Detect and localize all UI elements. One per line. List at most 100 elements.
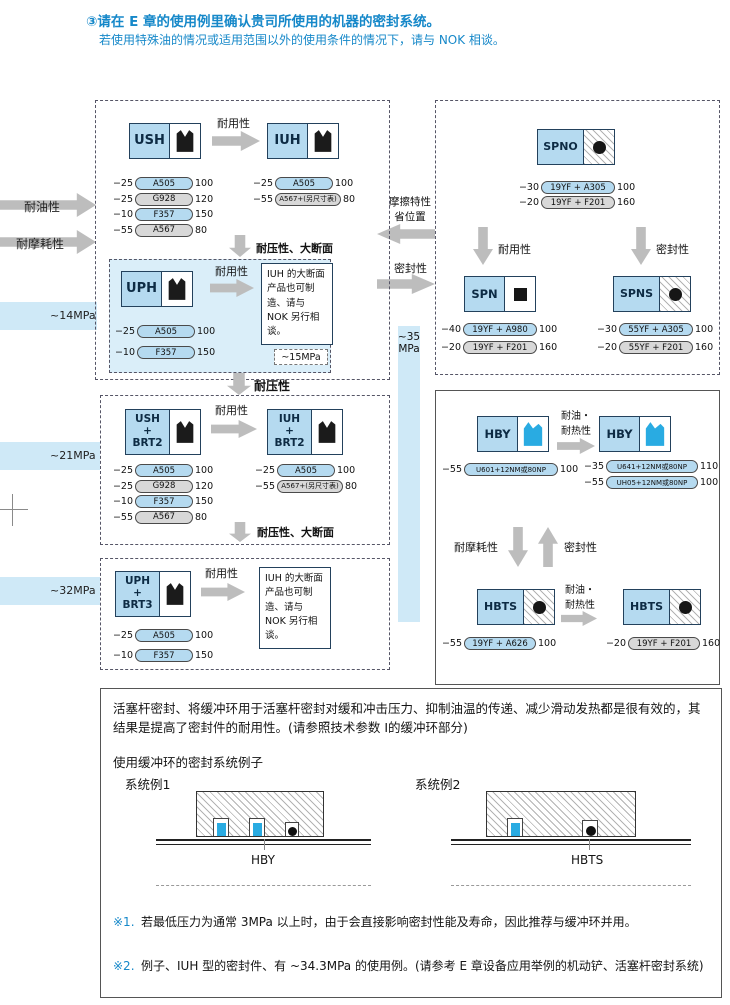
temp-max: 80 (343, 193, 356, 205)
example-section-title: 使用缓冲环的密封系统例子 (113, 755, 264, 770)
seal-box-ush: USH (129, 123, 201, 159)
durability-label: 耐用性 (215, 265, 248, 278)
footnote-1: ※1. 若最低压力为通常 3MPa 以上时，由于会直接影响密封性能及寿命，因此推… (113, 913, 711, 932)
o-ring-ball (678, 600, 692, 614)
temp-max: 100 (197, 326, 216, 337)
temp-max: 100 (195, 178, 214, 189)
spec-row: −10 F357 150 (113, 346, 215, 359)
temp-min: −10 (112, 650, 133, 661)
compound-pill: F357 (137, 346, 195, 359)
seal-box-ush-brt2: USH + BRT2 (125, 409, 201, 455)
durability-label: 耐用性 (215, 404, 248, 417)
temp-min: −55 (583, 477, 604, 488)
system-example-2-label: 系统例2 (415, 777, 461, 792)
temp-max: 120 (195, 193, 214, 205)
pressure-label: 耐压性 (254, 379, 291, 393)
pressure-band-21mpa (0, 442, 100, 470)
seal-type-label: SPNS (614, 277, 660, 311)
o-ring-ball (532, 600, 546, 614)
pressure-big-label: 耐压性、大断面 (257, 526, 334, 539)
buffer-seal-glyph (217, 823, 226, 836)
seal-groove (285, 822, 299, 836)
pressure-section-down-arrow (229, 235, 251, 257)
seal-box-hby-right: HBY (599, 416, 671, 452)
durability-arrow (212, 131, 260, 151)
compound-pill: 19YF + A980 (463, 323, 537, 336)
rod-surface-line (156, 839, 371, 841)
rod-surface-line (451, 844, 691, 845)
compound-pill: A567 (135, 510, 193, 524)
compound-pill: F357 (135, 495, 193, 508)
seal-box-hbts-right: HBTS (623, 589, 701, 625)
header-note-line2: 若使用特殊油的情况或适用范围以外的使用条件的情况下，请与 NOK 相谈。 (99, 33, 505, 47)
seal-box-spns: SPNS (613, 276, 691, 312)
pressure-big-label: 耐压性、大断面 (256, 242, 333, 255)
temp-min: −55 (441, 638, 462, 649)
temp-min: −20 (596, 342, 617, 353)
temp-min: −10 (112, 209, 133, 220)
temp-max: 100 (700, 477, 719, 488)
seal-box-uph: UPH (121, 271, 193, 307)
spec-row: −10 F357 150 (111, 649, 213, 662)
temp-min: −25 (112, 630, 133, 641)
system-example-1-label: 系统例1 (125, 777, 171, 792)
seal-groove (582, 820, 598, 836)
spec-row: −55 A567+(另尺寸表) 80 (251, 192, 356, 206)
temp-min: −40 (440, 324, 461, 335)
pressure-band-32mpa-label: ~32MPa (50, 584, 96, 597)
durability-label: 耐用性 (217, 117, 250, 130)
compound-pill: UH05+12NM或80NP (606, 476, 698, 489)
compound-pill: G928 (135, 479, 193, 493)
seal-type-label: HBY (600, 417, 640, 451)
compound-pill: A505 (275, 177, 333, 190)
seal-type-label: USH + BRT2 (126, 410, 170, 454)
pressure-band-14mpa-label: ~14MPa (50, 309, 96, 322)
seal-box-hbts-left: HBTS (477, 589, 555, 625)
footnote-text: 若最低压力为通常 3MPa 以上时，由于会直接影响密封性能及寿命，因此推荐与缓冲… (141, 915, 637, 929)
temp-max: 150 (197, 347, 216, 358)
rod-centerline (451, 885, 691, 886)
spec-row: −25 A505 100 (111, 177, 213, 190)
temp-min: −35 (583, 461, 604, 472)
spec-row: −35 U641+12NM或80NP 110 (582, 460, 718, 473)
compound-pill: 19YF + A626 (464, 637, 536, 650)
sealing-down-arrow (631, 227, 651, 265)
footnote-marker: ※1. (113, 915, 135, 929)
footnote-text: 例子、IUH 型的密封件、有 ~34.3MPa 的使用例。(请参考 E 章设备应… (141, 959, 704, 973)
note-box-iuh-large-2: IUH 的大断面产品也可制造、请与 NOK 另行相谈。 (259, 567, 331, 649)
ucup-seal-icon (160, 572, 190, 616)
temp-min: −20 (440, 342, 461, 353)
durability-arrow (201, 583, 245, 601)
seal-type-label: UPH + BRT3 (116, 572, 160, 616)
spec-row: −10 F357 150 (111, 208, 213, 221)
spec-row: −20 19YF + F201 160 (604, 637, 720, 650)
oil-heat-arrow-1 (557, 438, 595, 454)
temp-max: 150 (195, 496, 214, 507)
spec-row: −25 G928 120 (111, 192, 214, 206)
temp-max: 110 (700, 461, 719, 472)
wear-down-arrow (508, 527, 528, 567)
temp-min: −55 (112, 511, 133, 523)
bottom-panel: 活塞杆密封、将缓冲环用于活塞杆密封对缓和冲击压力、抑制油温的传递、减少滑动发热都… (100, 688, 722, 998)
spn-seal-icon (505, 277, 535, 311)
durability-label: 耐用性 (498, 243, 531, 256)
temp-min: −25 (254, 465, 275, 476)
seal-groove (213, 818, 229, 836)
ucup-seal-icon (308, 124, 338, 158)
spec-row: −55 UH05+12NM或80NP 100 (582, 476, 718, 489)
spec-row: −20 55YF + F201 160 (595, 341, 713, 354)
wear-resistance-label-2: 耐摩耗性 (454, 541, 498, 554)
footnote-2: ※2. 例子、IUH 型的密封件、有 ~34.3MPa 的使用例。(请参考 E … (113, 957, 711, 976)
seal-box-spn: SPN (464, 276, 536, 312)
seal-type-label: HBY (478, 417, 518, 451)
spec-row: −55 A567 80 (111, 510, 207, 524)
header-note-line1: ③请在 E 章的使用例里确认贵司所使用的机器的密封系统。 (86, 14, 441, 30)
spec-row: −55 U601+12NM或80NP 100 (440, 463, 578, 476)
spec-row: −30 55YF + A305 100 (595, 323, 713, 336)
rod-centerline (156, 885, 371, 886)
compound-pill: A567+(另尺寸表) (277, 479, 343, 493)
compound-pill: A505 (135, 629, 193, 642)
ucup-seal-icon (162, 272, 192, 306)
ucup-seal-icon (170, 124, 200, 158)
compound-pill: F357 (135, 208, 193, 221)
